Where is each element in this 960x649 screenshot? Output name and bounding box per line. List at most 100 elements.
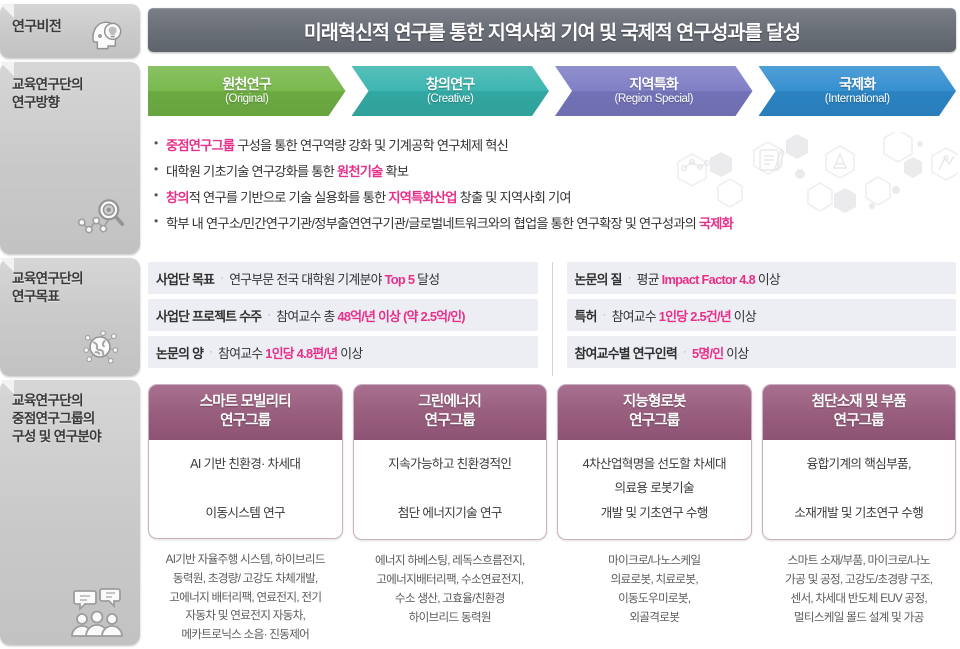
goal-left-2-label: 논문의 양 <box>156 345 204 361</box>
goal-left-2-p0: 참여교수 <box>218 345 266 361</box>
goal-separator-dot: · <box>267 309 271 321</box>
research-group-1-title: 그린에너지 연구그룹 <box>353 385 546 440</box>
goal-separator-dot: · <box>627 272 632 284</box>
goal-left-1-value: 참여교수 총 48억/년 이상 (약 2.5억/인) <box>276 306 465 325</box>
research-group-0-detail: AI기반 자율주행 시스템, 하이브리드 동력원, 초경량/ 고강도 차체개발,… <box>165 553 326 642</box>
bullet-3-part-1: 국제화 <box>698 216 734 232</box>
goal-separator-dot: · <box>220 272 224 284</box>
section-research-goals: 교육연구단의 연구목표 <box>0 258 960 376</box>
groups-content: 스마트 모빌리티 연구그룹 AI 기반 친환경· 차세대 이동시스템 연구 AI… <box>140 380 960 645</box>
direction-bullet-2: 창의적 연구를 기반으로 기술 실용화를 통한 지역특화산업 창출 및 지역사회… <box>154 187 954 207</box>
goal-right-1-p1: 1인당 2.5건/년 <box>658 308 732 324</box>
research-group-1: 그린에너지 연구그룹 지속가능하고 친환경적인 첨단 에너지기술 연구 에너지 … <box>352 384 547 645</box>
goal-left-1-label: 사업단 프로젝트 수주 <box>156 308 262 324</box>
goal-separator-dot: · <box>209 346 213 358</box>
direction-arrow-0-en: (Original) <box>225 92 269 105</box>
goal-row-right-1: 특허 · 참여교수 1인당 2.5건/년 이상 <box>566 299 956 331</box>
bullet-2-part-3: 창출 및 지역사회 기여 <box>456 190 572 206</box>
research-group-2: 지능형로봇 연구그룹 4차산업혁명을 선도할 차세대 의료용 로봇기술 개발 및… <box>557 384 752 645</box>
sidebar-vision-label: 연구비전 <box>12 18 62 34</box>
research-group-1-card: 그린에너지 연구그룹 지속가능하고 친환경적인 첨단 에너지기술 연구 <box>352 384 547 541</box>
sidebar-goals-label: 교육연구단의 연구목표 <box>12 271 84 305</box>
goal-right-0-label: 논문의 질 <box>574 271 623 287</box>
bullet-3-part-0: 학부 내 연구소/민간연구기관/정부출연연구기관/글로벌네트워크와의 협업을 통… <box>166 216 699 232</box>
goal-right-1-p0: 참여교수 <box>611 308 659 324</box>
goal-row-right-2: 참여교수별 연구인력 · 5명/인 이상 <box>566 336 956 368</box>
goal-right-0-value: 평균 Impact Factor 4.8 이상 <box>636 269 781 288</box>
bullet-1-part-1: 원천기술 <box>337 164 383 180</box>
direction-bullet-list: 중점연구그룹 구성을 통한 연구역량 강화 및 기계공학 연구체제 혁신 대학원… <box>148 132 960 242</box>
research-group-0-summary: AI 기반 친환경· 차세대 이동시스템 연구 <box>190 456 301 520</box>
people-chat-icon <box>66 587 128 637</box>
bullet-0-part-1: 구성을 통한 연구역량 강화 및 기계공학 연구체제 혁신 <box>234 138 509 153</box>
goal-right-0-p0: 평균 <box>636 271 662 287</box>
goal-right-1-label: 특허 <box>574 308 598 324</box>
research-group-0: 스마트 모빌리티 연구그룹 AI 기반 친환경· 차세대 이동시스템 연구 AI… <box>148 384 343 645</box>
direction-arrow-1: 창의연구 (Creative) <box>352 66 550 116</box>
goal-right-2-p0: 5명/인 <box>691 345 724 361</box>
goals-column-left: 사업단 목표 · 연구부문 전국 대학원 기계분야 Top 5 달성 사업단 프… <box>148 262 538 376</box>
direction-bullet-0: 중점연구그룹 구성을 통한 연구역량 강화 및 기계공학 연구체제 혁신 <box>154 135 954 155</box>
goal-left-0-value: 연구부문 전국 대학원 기계분야 Top 5 달성 <box>229 269 440 288</box>
goal-left-2-value: 참여교수 1인당 4.8편/년 이상 <box>218 343 363 362</box>
goal-right-1-value: 참여교수 1인당 2.5건/년 이상 <box>611 306 757 325</box>
goals-content: 사업단 목표 · 연구부문 전국 대학원 기계분야 Top 5 달성 사업단 프… <box>140 258 960 376</box>
section-research-groups: 교육연구단의 중점연구그룹의 구성 및 연구분야 <box>0 380 960 645</box>
research-group-3-card: 첨단소재 및 부품 연구그룹 융합기계의 핵심부품, 소재개발 및 기초연구 수… <box>761 384 956 541</box>
direction-content: 원천연구 (Original) 창의연구 (Creative) 지역특화 (Re… <box>140 62 960 254</box>
research-group-2-detail: 마이크로/나노스케일 의료로봇, 치료로봇, 이동도우미로봇, 외골격로봇 <box>608 554 701 624</box>
network-search-icon <box>68 190 128 244</box>
research-group-3-summary: 융합기계의 핵심부품, 소재개발 및 기초연구 수행 <box>794 456 924 520</box>
goal-right-2-label: 참여교수별 연구인력 <box>574 345 678 361</box>
goal-row-left-0: 사업단 목표 · 연구부문 전국 대학원 기계분야 Top 5 달성 <box>148 262 538 294</box>
vision-banner: 미래혁신적 연구를 통한 지역사회 기여 및 국제적 연구성과를 달성 <box>148 8 956 52</box>
globe-network-icon <box>74 324 126 370</box>
sidebar-goals: 교육연구단의 연구목표 <box>0 258 140 376</box>
sidebar-vision: 연구비전 <box>0 4 140 58</box>
goal-row-left-2: 논문의 양 · 참여교수 1인당 4.8편/년 이상 <box>148 336 538 368</box>
research-group-3: 첨단소재 및 부품 연구그룹 융합기계의 핵심부품, 소재개발 및 기초연구 수… <box>761 384 956 645</box>
sidebar-direction: 교육연구단의 연구방향 <box>0 62 140 254</box>
direction-arrow-3-en: (International) <box>824 92 890 105</box>
direction-arrow-3-ko: 국제화 <box>838 75 876 92</box>
direction-arrow-0: 원천연구 (Original) <box>148 66 346 116</box>
research-group-0-card: 스마트 모빌리티 연구그룹 AI 기반 친환경· 차세대 이동시스템 연구 <box>148 384 343 540</box>
goal-left-0-label: 사업단 목표 <box>156 271 215 287</box>
goal-left-1-p0: 참여교수 총 <box>276 308 338 324</box>
goal-right-2-value: 5명/인 이상 <box>691 343 749 362</box>
goal-left-0-p2: 달성 <box>414 271 440 287</box>
direction-arrow-2: 지역특화 (Region Special) <box>555 66 753 116</box>
vision-content: 미래혁신적 연구를 통한 지역사회 기여 및 국제적 연구성과를 달성 <box>140 4 960 58</box>
groups-grid: 스마트 모빌리티 연구그룹 AI 기반 친환경· 차세대 이동시스템 연구 AI… <box>140 380 960 645</box>
sidebar-groups: 교육연구단의 중점연구그룹의 구성 및 연구분야 <box>0 380 140 645</box>
bullet-2-part-1: 적 연구를 기반으로 기술 실용화를 통한 <box>188 190 389 206</box>
direction-arrow-1-ko: 창의연구 <box>425 75 475 92</box>
bullet-2-part-0: 창의 <box>166 190 190 206</box>
research-group-1-summary: 지속가능하고 친환경적인 첨단 에너지기술 연구 <box>388 456 512 520</box>
direction-arrow-1-en: (Creative) <box>427 92 474 105</box>
section-vision: 연구비전 미래혁신적 연구를 통한 지역사회 기여 및 국제적 연구성과를 달성 <box>0 4 960 58</box>
direction-bullet-3: 학부 내 연구소/민간연구기관/정부출연연구기관/글로벌네트워크와의 협업을 통… <box>154 213 954 233</box>
research-group-2-title: 지능형로봇 연구그룹 <box>558 385 751 440</box>
bullet-1-part-2: 확보 <box>382 164 409 180</box>
sidebar-groups-label: 교육연구단의 중점연구그룹의 구성 및 연구분야 <box>12 393 102 445</box>
vision-banner-text: 미래혁신적 연구를 통한 지역사회 기여 및 국제적 연구성과를 달성 <box>303 21 801 44</box>
goal-right-0-p1: Impact Factor 4.8 <box>661 271 756 287</box>
direction-arrow-0-ko: 원천연구 <box>222 75 272 92</box>
goal-separator-dot: · <box>683 346 687 358</box>
research-group-0-title: 스마트 모빌리티 연구그룹 <box>149 385 342 440</box>
direction-arrow-2-en: (Region Special) <box>614 92 694 105</box>
direction-bullet-1: 대학원 기초기술 연구강화를 통한 원천기술 확보 <box>154 161 954 181</box>
goals-grid: 사업단 목표 · 연구부문 전국 대학원 기계분야 Top 5 달성 사업단 프… <box>140 258 960 376</box>
goals-column-right: 논문의 질 · 평균 Impact Factor 4.8 이상 특허 · 참여교… <box>551 262 956 376</box>
bullet-2-part-2: 지역특화산업 <box>388 190 457 206</box>
research-group-2-summary: 4차산업혁명을 선도할 차세대 의료용 로봇기술 개발 및 기초연구 수행 <box>582 456 727 520</box>
goal-row-right-0: 논문의 질 · 평균 Impact Factor 4.8 이상 <box>566 262 956 294</box>
head-lightbulb-icon <box>88 14 128 54</box>
goal-left-0-p1: Top 5 <box>384 271 415 287</box>
goal-separator-dot: · <box>602 309 607 321</box>
goal-right-0-p2: 이상 <box>755 271 781 287</box>
research-group-2-card: 지능형로봇 연구그룹 4차산업혁명을 선도할 차세대 의료용 로봇기술 개발 및… <box>557 384 752 541</box>
goal-left-1-p1: 48억/년 이상 (약 2.5억/인) <box>337 308 465 324</box>
goal-right-2-p1: 이상 <box>723 345 749 361</box>
